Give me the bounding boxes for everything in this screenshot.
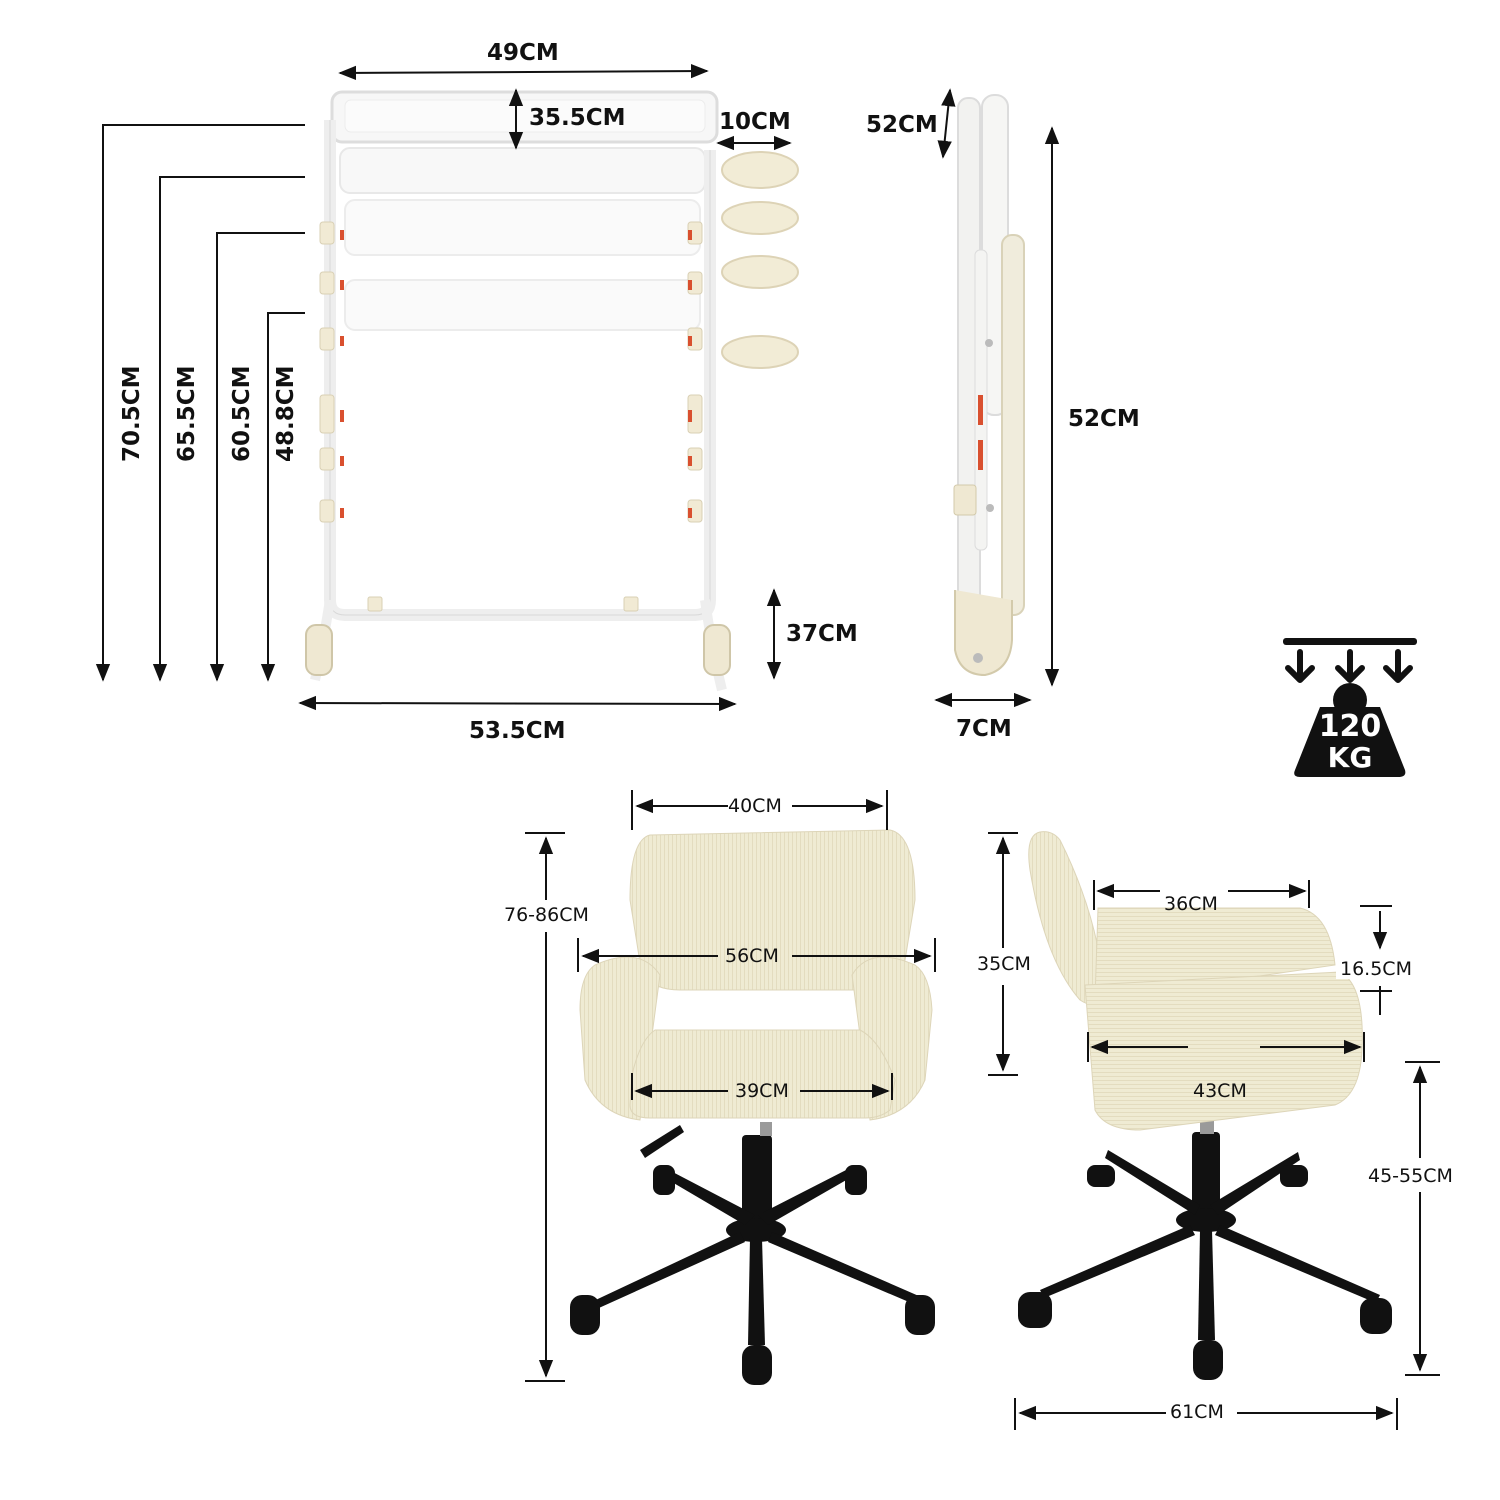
weight-load-icon (1283, 638, 1417, 777)
cup-holder-icon (721, 151, 799, 369)
tray-folded-dimension-lines (934, 88, 1060, 708)
overall-height-label: 76-86CM (500, 906, 593, 925)
base-width-label: 53.5CM (469, 718, 566, 744)
seat-depth-label: 43CM (1193, 1080, 1247, 1102)
base-clearance-label: 37CM (786, 621, 858, 647)
backrest-width-label: 40CM (728, 795, 782, 817)
height-level-label: 60.5CM (229, 365, 255, 462)
tray-table-front-illustration (305, 90, 799, 692)
tray-depth-label: 35.5CM (529, 105, 626, 131)
chair-front-illustration (570, 829, 935, 1385)
folded-top-label: 52CM (866, 112, 938, 138)
tray-front-dimension-lines (95, 63, 792, 712)
max-load-value: 120 (1318, 709, 1382, 744)
height-level-label: 65.5CM (174, 365, 200, 462)
chair-front-dimension-lines (525, 790, 936, 1382)
seat-width-label: 39CM (735, 1080, 789, 1102)
top-width-label: 49CM (487, 40, 559, 66)
height-level-label: 70.5CM (119, 365, 145, 462)
base-diameter-label: 61CM (1170, 1401, 1224, 1423)
armrest-depth-label: 36CM (1164, 893, 1218, 915)
armrest-height-label: 16.5CM (1336, 960, 1416, 979)
folded-depth-label: 7CM (956, 716, 1012, 742)
seat-height-label: 45-55CM (1364, 1167, 1457, 1186)
chair-side-dimension-lines (988, 832, 1440, 1430)
cup-holder-offset-label: 10CM (719, 109, 791, 135)
folded-height-label: 52CM (1068, 406, 1140, 432)
height-level-label: 48.8CM (273, 365, 299, 462)
backrest-height-label: 35CM (973, 955, 1035, 974)
overall-width-label: 56CM (725, 945, 779, 967)
tray-table-folded-illustration (953, 94, 1025, 677)
chair-side-illustration (1018, 831, 1392, 1380)
max-load-unit: KG (1327, 741, 1373, 774)
